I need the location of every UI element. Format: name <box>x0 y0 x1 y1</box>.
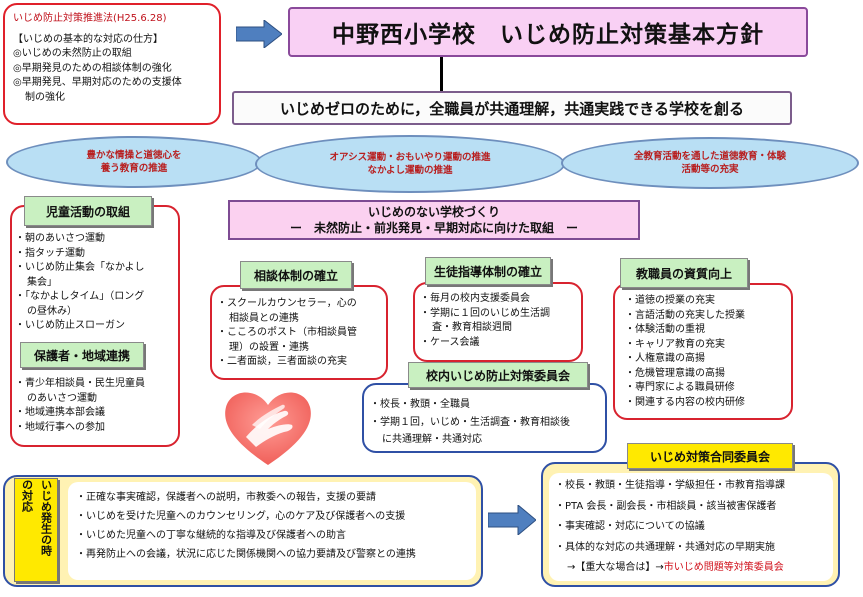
kyoshokuin-label: 教職員の資質向上 <box>620 258 748 288</box>
list-item: ・二者面談，三者面談の充実 <box>217 356 347 367</box>
policy-ellipse-oasis: オアシス運動・おもいやり運動の推進 なかよし運動の推進 <box>255 135 565 193</box>
hassei-list: ・正確な事実確認，保護者への説明，市教委への報告，支援の要請 ・いじめを受けた児… <box>76 488 476 564</box>
seito-label: 生徒指導体制の確立 <box>425 257 551 285</box>
list-item: ・朝のあいさつ運動 <box>15 233 105 244</box>
law-line: ◎早期発見のための相談体制の強化 <box>13 62 172 74</box>
arrow-right-icon <box>236 20 282 48</box>
konai-panel <box>362 383 607 453</box>
sodan-list: ・スクールカウンセラー，心の 相談員との連携 ・こころのポスト（市相談員管 理）… <box>217 297 387 370</box>
list-item: ・地域連携本部会議 <box>15 407 105 418</box>
arrow-right-icon <box>488 505 536 535</box>
list-item: ・地域行事への参加 <box>15 421 105 433</box>
list-item: ・いじめ防止集会「なかよし <box>15 262 145 273</box>
ellipse-text: なかよし運動の推進 <box>367 165 453 176</box>
center-title-main: いじめのない学校づくり <box>367 205 500 219</box>
kyoshokuin-list: ・道徳の授業の充実 ・言語活動の充実した授業 ・体験活動の重視 ・キャリア教育の… <box>625 294 790 410</box>
list-item: に共通理解・共通対応 <box>382 434 482 445</box>
policy-ellipse-education: 全教育活動を通した道徳教育・体験 活動等の充実 <box>561 137 859 189</box>
policy-ellipse-moral: 豊かな情操と道徳心を 養う教育の推進 <box>6 136 262 188</box>
connector-line <box>440 57 443 91</box>
seito-panel <box>413 282 583 362</box>
list-item: ・こころのポスト（市相談員管 <box>217 327 357 338</box>
konai-label: 校内いじめ防止対策委員会 <box>408 362 588 388</box>
list-item: ・具体的な対応の共通理解・共通対応の早期実施 <box>555 541 775 553</box>
list-item: ・PTA 会長・副会長・市相談員・該当被害保護者 <box>555 500 777 512</box>
list-item: ・いじめを受けた児童へのカウンセリング，心のケア及び保護者への支援 <box>76 511 406 522</box>
law-box: いじめ防止対策推進法(H25.6.28) 【いじめの基本的な対応の仕方】 ◎いじ… <box>3 3 221 125</box>
list-item: ・ケース会議 <box>420 336 480 348</box>
list-item: ・人権意識の高揚 <box>625 353 705 364</box>
heart-hands-icon <box>225 392 311 465</box>
list-item: ・青少年相談員・民生児童員 <box>15 378 145 389</box>
ellipse-text: オアシス運動・おもいやり運動の推進 <box>329 152 491 163</box>
center-title-box: いじめのない学校づくり ー 未然防止・前兆発見・早期対応に向けた取組 ー <box>228 200 640 240</box>
godo-list: ・校長・教頭・生徒指導・学級担任・市教育指導課 ・PTA 会長・副会長・市相談員… <box>555 476 835 579</box>
sodan-panel <box>210 285 388 380</box>
ellipse-text: 豊かな情操と道徳心を <box>86 150 182 161</box>
list-item: 相談員との連携 <box>229 312 299 324</box>
list-item: のあいさつ運動 <box>27 392 97 404</box>
godo-inner <box>549 473 833 581</box>
slogan: いじめゼロのために，全職員が共通理解，共通実践できる学校を創る <box>232 91 792 125</box>
godo-last-red: 市いじめ問題等対策委員会 <box>663 562 784 573</box>
list-item: ・学期に１回のいじめ生活調 <box>420 307 550 319</box>
list-item: 集会」 <box>27 276 57 288</box>
godo-label: いじめ対策合同委員会 <box>627 443 793 469</box>
list-item: ・いじめた児童への丁寧な継続的な指導及び保護者への助言 <box>76 530 346 541</box>
kyoshokuin-panel <box>613 283 793 420</box>
page-title: 中野西小学校 いじめ防止対策基本方針 <box>288 7 808 57</box>
list-item: ・校長・教頭・生徒指導・学級担任・市教育指導課 <box>555 480 785 491</box>
law-title: いじめ防止対策推進法(H25.6.28) <box>13 13 167 24</box>
hogosha-list: ・青少年相談員・民生児童員 のあいさつ運動 ・地域連携本部会議 ・地域行事への参… <box>15 377 180 435</box>
list-item: ・校長・教頭・全職員 <box>370 399 470 410</box>
list-item: ・関連する内容の校内研修 <box>625 396 745 408</box>
hogosha-label: 保護者・地域連携 <box>20 342 144 368</box>
list-item: ・正確な事実確認，保護者への説明，市教委への報告，支援の要請 <box>76 492 376 503</box>
list-item: ・再発防止への会議，状況に応じた関係機関への協力要請及び警察との連携 <box>76 549 416 560</box>
seito-list: ・毎月の校内支援委員会 ・学期に１回のいじめ生活調 査・教育相談週間 ・ケース会… <box>420 292 580 350</box>
list-item: ・毎月の校内支援委員会 <box>420 293 530 304</box>
left-panel <box>10 205 180 447</box>
konai-list: ・校長・教頭・全職員 ・学期１回，いじめ・生活調査・教育相談後 に共通理解・共通… <box>370 398 606 448</box>
center-title-sub: ー 未然防止・前兆発見・早期対応に向けた取組 ー <box>289 221 578 235</box>
list-item: →【重大な場合は】→市いじめ問題等対策委員会 <box>555 558 835 579</box>
jido-label: 児童活動の取組 <box>24 196 152 226</box>
law-line: ◎いじめの未然防止の取組 <box>13 48 132 59</box>
sodan-label: 相談体制の確立 <box>240 261 352 289</box>
list-item: ・キャリア教育の充実 <box>625 338 725 350</box>
list-item: ・「なかよしタイム」（ロング <box>15 291 145 302</box>
list-item: ・道徳の授業の充実 <box>625 295 715 306</box>
hassei-label: いじめ発生の時 の対応 <box>14 478 58 582</box>
godo-last-prefix: →【重大な場合は】→ <box>567 562 664 573</box>
jido-list: ・朝のあいさつ運動 ・指タッチ運動 ・いじめ防止集会「なかよし 集会」 ・「なか… <box>15 232 180 334</box>
hassei-label-main: いじめ発生の時 <box>39 479 53 556</box>
ellipse-text: 全教育活動を通した道徳教育・体験 <box>633 151 786 162</box>
ellipse-text: 活動等の充実 <box>681 164 739 175</box>
list-item: 査・教育相談週間 <box>432 322 512 333</box>
list-item: ・専門家による職員研修 <box>625 382 735 393</box>
hassei-label-sub: の対応 <box>20 479 34 512</box>
ellipse-text: 養う教育の推進 <box>100 163 168 174</box>
list-item: ・学期１回，いじめ・生活調査・教育相談後 <box>370 416 570 428</box>
hassei-inner <box>68 482 476 580</box>
list-item: ・体験活動の重視 <box>625 324 705 335</box>
list-item: の昼休み） <box>27 305 77 317</box>
list-item: ・言語活動の充実した授業 <box>625 309 745 321</box>
law-line: ◎早期発見、早期対応のための支援体 <box>13 77 182 88</box>
list-item: ・スクールカウンセラー，心の <box>217 298 357 309</box>
law-line: 【いじめの基本的な対応の仕方】 <box>13 33 163 45</box>
law-line: 制の強化 <box>25 91 65 103</box>
list-item: ・指タッチ運動 <box>15 247 85 259</box>
list-item: ・事実確認・対応についての協議 <box>555 521 705 532</box>
list-item: ・危機管理意識の高揚 <box>625 367 725 379</box>
list-item: 理）の設置・連携 <box>229 341 309 353</box>
list-item: ・いじめ防止スローガン <box>15 320 125 331</box>
